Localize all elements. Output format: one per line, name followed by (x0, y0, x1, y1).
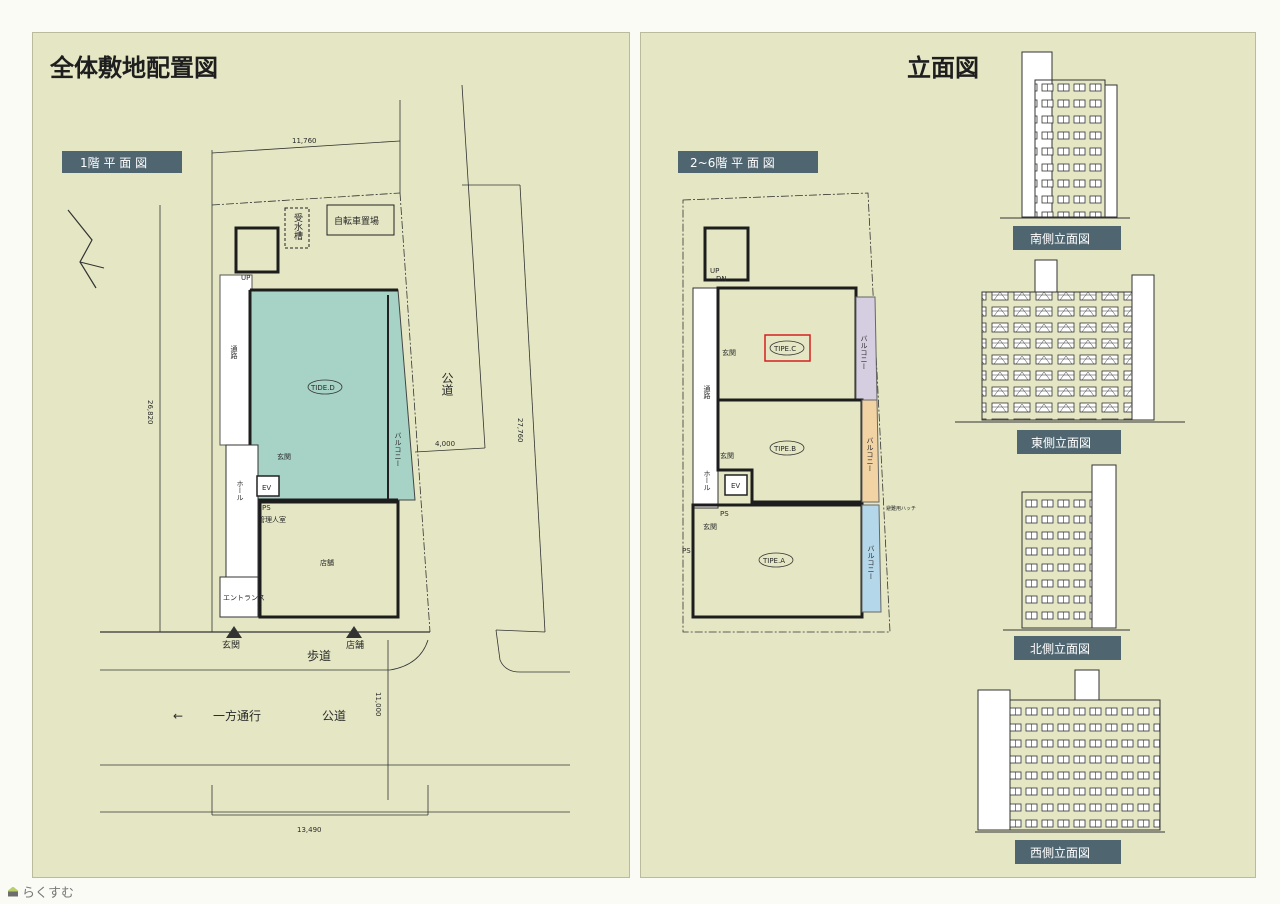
one-way-label: 一方通行 (213, 708, 261, 723)
shop-marker-label: 店舗 (346, 639, 364, 651)
dimension-lines (100, 84, 570, 816)
unit-a-balcony (861, 504, 882, 613)
entrance-marker-label: 玄関 (222, 639, 240, 651)
floor-2-6-label: 2~6階 平 面 図 (678, 151, 818, 173)
north-arrow-icon (67, 209, 105, 289)
passage-label: 通路 (230, 344, 238, 360)
svg-text:北側立面図: 北側立面図 (1030, 641, 1090, 656)
shop-label: 店舗 (320, 558, 334, 567)
svg-text:西側立面図: 西側立面図 (1030, 845, 1090, 860)
unit-c-balcony-label: バルコニー (860, 335, 868, 370)
svg-text:南側立面図: 南側立面図 (1030, 231, 1090, 246)
unit-c-area (716, 286, 858, 402)
stair-upper (703, 226, 750, 282)
stair-up-label: UP (710, 267, 719, 275)
svg-text:東側立面図: 東側立面図 (1031, 435, 1091, 450)
one-way-arrow-icon: ← (173, 709, 183, 723)
dim-road: 11,000 (374, 692, 382, 717)
unit-a-balcony-label: バルコニー (867, 545, 875, 580)
unit-d-label: TIDE.D (310, 384, 335, 392)
water-tank: 受水槽 (284, 207, 310, 249)
svg-text:自転車置場: 自転車置場 (334, 215, 379, 227)
dim-left: 26,820 (146, 400, 154, 425)
site-plan-title: 全体敷地配置図 (49, 54, 218, 82)
main-road-label: 公道 (322, 709, 346, 723)
passage-area (219, 274, 253, 446)
corridor-area (692, 287, 719, 509)
hall-label: ホール (236, 480, 244, 501)
side-road-label: 公道 (440, 372, 454, 396)
dim-bottom: 13,490 (297, 826, 322, 834)
unit-b-entry-label: 玄関 (720, 451, 734, 460)
ev-label: EV (731, 482, 740, 490)
entrance-marker-icon (226, 626, 242, 638)
south-elevation (1000, 51, 1130, 219)
ev-label: EV (262, 484, 271, 492)
svg-text:受水槽: 受水槽 (292, 212, 303, 241)
escape-hatch-label: 避難用ハッチ (886, 505, 916, 512)
footer-brand: らくすむ (8, 882, 74, 901)
floor-1-label: 1階 平 面 図 (62, 151, 182, 173)
unit-c-highlight (764, 334, 811, 362)
unit-b-balcony-label: バルコニー (866, 437, 874, 472)
unit-d-area (249, 289, 416, 501)
hall-label: ホール (703, 470, 711, 491)
bicycle-parking: 自転車置場 (326, 204, 395, 236)
ps-a-label: PS (682, 547, 691, 555)
ps-label: PS (262, 504, 271, 512)
north-elevation-label: 北側立面図 (1014, 636, 1121, 660)
entrance-area (219, 576, 259, 618)
stair-up-label: UP (241, 274, 250, 282)
dim-top: 11,760 (292, 137, 317, 145)
brand-name: らくすむ (22, 886, 75, 901)
south-elevation-label: 南側立面図 (1013, 226, 1121, 250)
shop-area (258, 500, 400, 619)
elevator (724, 474, 748, 496)
unit-a-area (691, 503, 864, 619)
stair (234, 226, 280, 274)
dim-right: 27,760 (516, 418, 524, 443)
svg-text:2~6階 平 面 図: 2~6階 平 面 図 (690, 155, 775, 170)
east-elevation-label: 東側立面図 (1017, 430, 1121, 454)
ps-label: PS (720, 510, 729, 518)
elevation-title: 立面図 (907, 54, 979, 82)
house-logo-icon (8, 886, 18, 897)
unit-a-entry-label: 玄関 (703, 522, 717, 531)
east-elevation (955, 259, 1185, 423)
unit-d-entry-label: 玄関 (277, 452, 291, 461)
west-elevation (975, 669, 1165, 833)
elevator (256, 475, 280, 497)
unit-b-balcony (861, 399, 880, 503)
unit-c-label: TIPE.C (773, 345, 796, 353)
unit-b-label: TIPE.B (773, 445, 796, 453)
passage-label: 通路 (703, 384, 711, 400)
west-elevation-label: 西側立面図 (1015, 840, 1121, 864)
manager-room-label: 管理人室 (258, 515, 286, 524)
stair-dn-label: DN (716, 275, 727, 283)
svg-text:1階 平 面 図: 1階 平 面 図 (80, 155, 147, 170)
unit-c-entry-label: 玄関 (722, 348, 736, 357)
north-elevation (1003, 464, 1130, 631)
unit-d-balcony-label: バルコニー (394, 432, 402, 467)
lot-boundary (682, 192, 891, 633)
entrance-label: エントランス (223, 594, 265, 602)
shop-marker-icon (346, 626, 362, 638)
dim-gap: 4,000 (435, 440, 455, 448)
unit-a-label: TIPE.A (762, 557, 785, 565)
sidewalk-label: 歩道 (307, 648, 331, 663)
